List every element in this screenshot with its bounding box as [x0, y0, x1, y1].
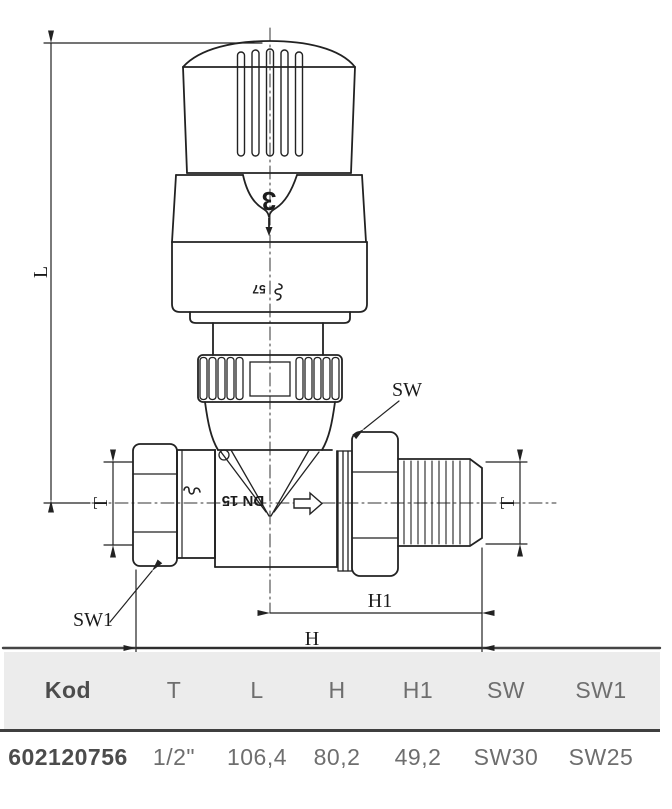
spec-table: Kod T L H H1 SW SW1 602120756 1/2" 106,4… — [0, 652, 672, 782]
column-header-l: L — [250, 677, 264, 703]
valve-technical-drawing: 3 57 — [1, 27, 662, 652]
nominal-diameter-label: DN 15 — [222, 492, 265, 509]
cell-kod: 602120756 — [8, 743, 128, 770]
dimension-H1: H1 — [135, 547, 495, 652]
head-ribs — [236, 48, 304, 157]
table-row: 602120756 1/2" 106,4 80,2 49,2 SW30 SW25 — [4, 732, 660, 782]
tailpiece — [176, 449, 216, 559]
dim-label-T-left: T — [90, 497, 112, 509]
column-header-sw: SW — [486, 677, 526, 703]
thermostatic-head: 3 57 — [171, 40, 368, 356]
column-header-kod: Kod — [44, 677, 92, 703]
cell-sw: SW30 — [473, 743, 539, 770]
spec-table-header: Kod T L H H1 SW SW1 — [4, 652, 660, 729]
dim-label-SW1: SW1 — [73, 609, 113, 631]
table-divider — [0, 729, 660, 732]
union-collar — [337, 450, 353, 572]
dim-label-SW: SW — [392, 379, 422, 401]
column-header-t: T — [166, 677, 182, 703]
dim-label-H1: H1 — [368, 590, 392, 612]
knurled-ring — [197, 354, 343, 403]
valve-body: DN 15 — [204, 401, 338, 568]
column-header-h1: H1 — [402, 677, 434, 703]
dim-label-T-right: T — [497, 497, 519, 509]
dim-label-H: H — [305, 628, 319, 650]
leader-SW: SW — [352, 379, 422, 440]
centerlines — [91, 27, 557, 614]
union-nut — [351, 431, 399, 577]
cell-sw1: SW25 — [568, 743, 634, 770]
dimension-T-left: T — [90, 449, 133, 558]
head-size-code: 57 — [252, 282, 266, 296]
hex-nut — [132, 443, 178, 567]
leader-SW1: SW1 — [73, 559, 163, 631]
brand-logo-icon — [183, 486, 201, 495]
dimension-T-right: T — [485, 449, 528, 557]
cell-t: 1/2" — [152, 743, 196, 770]
setting-number: 3 — [262, 186, 276, 216]
cell-h: 80,2 — [313, 743, 361, 770]
cell-l: 106,4 — [226, 743, 288, 770]
cell-h1: 49,2 — [394, 743, 442, 770]
male-thread — [397, 458, 483, 547]
dim-label-L: L — [30, 266, 52, 278]
dimension-L: L — [30, 30, 263, 513]
column-header-sw1: SW1 — [575, 677, 627, 703]
brand-logo-icon — [274, 283, 283, 301]
column-header-h: H — [328, 677, 346, 703]
flow-arrow-icon — [293, 491, 324, 516]
dimension-H: H — [1, 628, 662, 651]
